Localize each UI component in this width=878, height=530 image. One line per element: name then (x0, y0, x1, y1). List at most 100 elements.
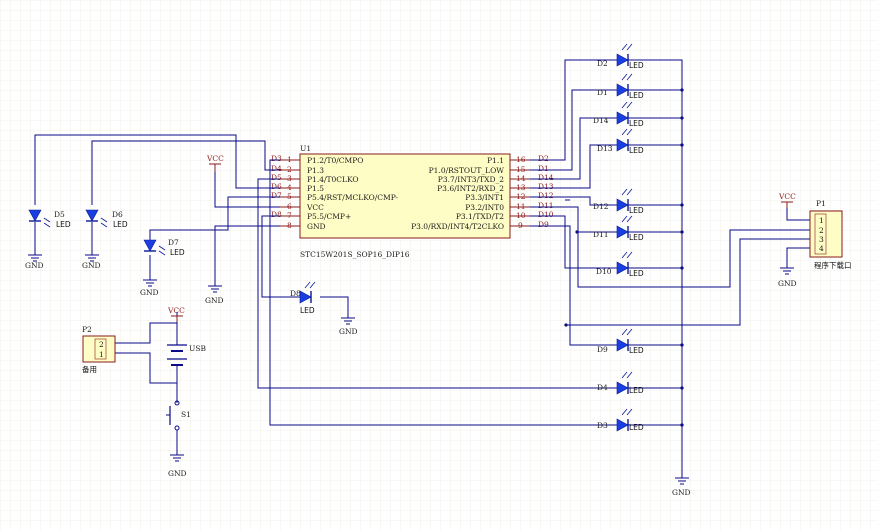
ic-net-d4: D4 (271, 164, 282, 173)
ic-net-d1: D1 (538, 164, 549, 173)
ic-body[interactable] (299, 153, 511, 239)
ic-pin-10-num: 10 (516, 211, 526, 220)
ic-net-d5: D5 (271, 173, 282, 182)
ic-pin-13-num: 13 (516, 183, 526, 192)
svg-text:D6: D6 (112, 210, 123, 219)
ic-pin-6-name: VCC (306, 203, 324, 212)
ic-pin-4-name: P1.5 (307, 184, 324, 193)
ic-pin-16-num: 16 (516, 155, 526, 164)
svg-text:VCC: VCC (206, 154, 224, 163)
ic-pin-8-name: GND (307, 222, 326, 231)
ic-pin-15-name: P1.0/RSTOUT_LOW (429, 166, 505, 175)
led-d10[interactable]: D10 LED (596, 251, 644, 278)
ic-net-d2: D2 (538, 154, 549, 163)
svg-text:LED: LED (629, 61, 644, 70)
svg-text:D3: D3 (597, 421, 608, 430)
led-d1[interactable]: D1 LED (597, 73, 644, 100)
svg-text:VCC: VCC (167, 306, 185, 315)
svg-text:GND: GND (25, 261, 44, 270)
svg-text:D8: D8 (290, 289, 301, 298)
svg-text:LED: LED (629, 91, 644, 100)
svg-text:GND: GND (339, 327, 358, 336)
svg-text:D13: D13 (597, 144, 613, 153)
svg-text:P2: P2 (82, 325, 92, 334)
ic-net-d6: D6 (271, 182, 282, 191)
svg-text:D10: D10 (596, 267, 612, 276)
svg-text:LED: LED (629, 206, 644, 215)
ic-net-d9: D9 (538, 220, 549, 229)
ic-net-d14: D14 (538, 173, 554, 182)
svg-text:LED: LED (629, 269, 644, 278)
led-d5[interactable]: D5 LED GND (25, 209, 71, 270)
svg-text:USB: USB (189, 344, 206, 353)
svg-text:LED: LED (56, 220, 71, 229)
ic-pin-14-num: 14 (516, 174, 526, 183)
svg-text:GND: GND (140, 288, 159, 297)
led-d8[interactable]: D8 LED (290, 281, 316, 315)
ic-pin-2-num: 2 (287, 165, 292, 174)
svg-text:LED: LED (629, 423, 644, 432)
led-d4[interactable]: D4 LED (597, 371, 644, 395)
svg-text:程序下载口: 程序下载口 (814, 260, 852, 270)
svg-text:LED: LED (300, 306, 315, 315)
ic-net-d13: D13 (538, 182, 554, 191)
svg-text:VCC: VCC (778, 192, 796, 201)
svg-text:D12: D12 (593, 202, 609, 211)
svg-text:GND: GND (672, 488, 691, 497)
svg-text:LED: LED (629, 233, 644, 242)
switch-s1[interactable]: S1 (166, 400, 191, 431)
ic-pin-14-name: P3.7/INT3/TXD_2 (438, 175, 504, 184)
svg-text:LED: LED (629, 119, 644, 128)
led-d3-right[interactable]: D3 LED (597, 408, 644, 432)
svg-text:D14: D14 (593, 116, 609, 125)
ic-pin-9-num: 9 (518, 221, 523, 230)
junctions (564, 88, 684, 427)
ic-net-d3: D3 (271, 154, 282, 163)
led-d11[interactable]: D11 LED (593, 215, 644, 242)
usb-power-symbol[interactable]: USB (167, 344, 206, 366)
ic-designator: U1 (300, 144, 311, 153)
ic-pin-3-num: 3 (287, 174, 292, 183)
svg-text:LED: LED (170, 248, 185, 257)
ic-pin-5-name: P5.4/RST/MCLKO/CMP- (307, 193, 398, 202)
svg-text:1: 1 (819, 216, 824, 225)
led-d9[interactable]: D9 LED (597, 328, 644, 355)
ic-net-d10: D10 (538, 210, 554, 219)
left-leds: D5 LED GND D6 LED GND D7 LED GND D8 LED (25, 209, 316, 315)
led-d2[interactable]: D2 LED (597, 43, 644, 70)
svg-text:GND: GND (82, 261, 101, 270)
svg-text:备用: 备用 (82, 364, 97, 374)
svg-text:LED: LED (629, 146, 644, 155)
ic-pin-12-name: P3.3/INT1 (465, 193, 504, 202)
svg-text:LED: LED (113, 220, 128, 229)
led-d7[interactable]: D7 LED GND (140, 238, 185, 297)
ic-pin-1-name: P1.2/T0/CMPO (307, 156, 363, 165)
ic-net-d7: D7 (271, 191, 282, 200)
svg-text:D1: D1 (597, 88, 608, 97)
ic-u1[interactable]: U1 STC15W201S_SOP16_DIP16 1 2 3 4 5 6 7 … (271, 144, 554, 259)
ic-pin-10-name: P3.1/TXD/T2 (456, 212, 504, 221)
svg-text:4: 4 (819, 244, 824, 253)
ic-pin-7-num: 7 (287, 211, 292, 220)
ic-net-d8: D8 (271, 210, 282, 219)
led-d6[interactable]: D6 LED GND (82, 209, 128, 270)
svg-text:P1: P1 (816, 199, 826, 208)
ic-pin-11-name: P3.2/INT0 (465, 203, 504, 212)
svg-text:S1: S1 (181, 410, 191, 419)
connector-p2[interactable]: P2 2 1 备用 (82, 325, 116, 374)
led-d12[interactable]: D12 LED (593, 188, 644, 215)
ic-net-d12: D12 (538, 191, 554, 200)
svg-text:2: 2 (819, 226, 824, 235)
svg-text:D4: D4 (597, 383, 608, 392)
ic-pin-6-num: 6 (287, 202, 292, 211)
ic-pin-15-num: 15 (516, 165, 526, 174)
svg-text:D2: D2 (597, 59, 608, 68)
led-d13[interactable]: D13 LED (597, 128, 644, 155)
ic-pin-9-name: P3.0/RXD/INT4/T2CLKO (411, 222, 504, 231)
svg-text:D7: D7 (168, 238, 179, 247)
led-d14[interactable]: D14 LED (593, 101, 644, 128)
connector-p1[interactable]: P1 1 2 3 4 程序下载口 (809, 199, 852, 270)
ic-pin-3-name: P1.4/T0CLKO (307, 175, 359, 184)
